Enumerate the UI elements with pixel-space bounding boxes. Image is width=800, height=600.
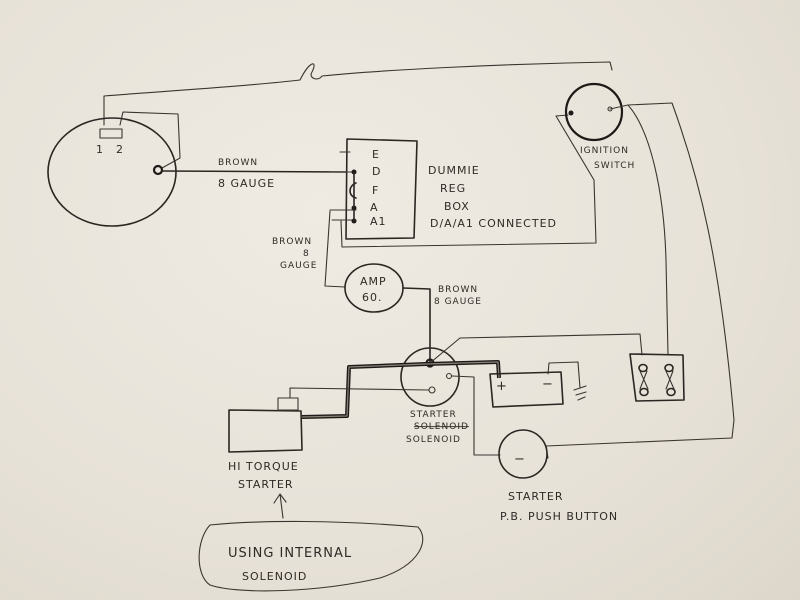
solenoid-motor-terminal <box>428 386 436 394</box>
regulator-title-2: REG <box>440 182 466 195</box>
regulator-terminal-a: A <box>370 201 379 214</box>
starter-push-button[interactable] <box>498 429 548 479</box>
generator-terminal-1: 1 <box>96 143 104 156</box>
ammeter-left-wire-label-1: BROWN <box>272 237 312 247</box>
toggle-right-lever <box>665 370 675 390</box>
regulator-terminal-ticks <box>329 151 357 221</box>
wire-solenoid-to-pushbutton <box>451 375 501 456</box>
solenoid-label-1: STARTER <box>410 410 457 420</box>
battery-ground-wire <box>547 361 587 401</box>
ammeter-label-1: AMP <box>360 275 387 288</box>
battery-cable-core <box>301 361 500 418</box>
toggle-left-bottom-terminal <box>639 387 649 397</box>
generator-terminal-2: 2 <box>116 143 124 156</box>
regulator-jumper <box>349 171 357 222</box>
regulator-terminal-d: D <box>372 165 381 178</box>
ammeter-right-wire-label-2: 8 GAUGE <box>434 297 482 307</box>
solenoid-label-struck: SOLENOID <box>414 422 469 432</box>
starter-solenoid <box>400 347 460 407</box>
callout-text-2: SOLENOID <box>242 570 307 583</box>
push-button-label-2: P.B. PUSH BUTTON <box>500 510 618 523</box>
toggle-left-lever <box>639 370 649 390</box>
battery-negative: − <box>542 377 554 392</box>
ammeter-label-2: 60. <box>362 291 383 304</box>
wire-regulator-to-ignition <box>340 114 597 248</box>
toggle-left-top-terminal <box>638 363 648 373</box>
switch-panel <box>629 353 685 402</box>
toggle-switch-right[interactable] <box>664 363 676 397</box>
wire-generator-to-regulator <box>161 170 347 173</box>
callout-bubble <box>198 520 424 592</box>
ammeter-left-wire-label-3: GAUGE <box>280 261 317 271</box>
wire-ammeter-to-solenoid <box>402 287 431 363</box>
generator-output-lug <box>152 164 164 176</box>
battery-positive: + <box>496 379 508 394</box>
wire-ignition-to-pushbutton <box>545 102 735 459</box>
generator-wire-label-2: 8 GAUGE <box>218 177 275 190</box>
ammeter-left-wire-label-2: 8 <box>303 249 310 259</box>
wire-ignition-to-switchpanel <box>609 104 669 356</box>
wire-solenoid-to-switchpanel <box>429 333 643 364</box>
generator-body <box>47 117 177 227</box>
toggle-right-bottom-terminal <box>666 387 676 397</box>
wire-regulator-to-ammeter <box>324 210 346 288</box>
wire-generator-to-ignition <box>103 61 613 126</box>
ignition-terminal-left <box>568 110 574 116</box>
starter-motor <box>228 409 303 453</box>
regulator-note: D/A/A1 CONNECTED <box>430 217 557 230</box>
toggle-right-top-terminal <box>664 363 674 373</box>
push-button-label-1: STARTER <box>508 490 564 503</box>
callout-arrow <box>273 493 287 519</box>
generator-wire-label-1: BROWN <box>218 158 258 168</box>
starter-motor-terminal <box>277 397 299 411</box>
regulator-terminal-a1: A1 <box>370 215 387 228</box>
regulator-terminal-f: F <box>372 184 379 197</box>
regulator-terminal-e: E <box>372 148 380 161</box>
ammeter-right-wire-label-1: BROWN <box>438 285 478 295</box>
battery <box>489 371 564 408</box>
solenoid-switch-terminal <box>445 372 453 380</box>
ignition-label-1: IGNITION <box>580 146 629 156</box>
starter-label-2: STARTER <box>238 478 294 491</box>
toggle-switch-left[interactable] <box>638 363 649 397</box>
generator-terminal-block <box>99 128 123 139</box>
regulator-title-1: DUMMIE <box>428 164 480 177</box>
ammeter <box>344 263 404 313</box>
push-button-symbol: − <box>514 452 526 467</box>
starter-label-1: HI TORQUE <box>228 460 299 473</box>
ignition-label-2: SWITCH <box>594 161 635 171</box>
wire-terminal2-to-lug <box>119 111 181 169</box>
wire-solenoid-to-starter <box>289 387 430 399</box>
regulator-box <box>345 138 418 240</box>
ignition-switch[interactable] <box>564 82 624 142</box>
solenoid-label-2: SOLENOID <box>406 435 461 445</box>
regulator-title-3: BOX <box>444 200 470 213</box>
callout-text-1: USING INTERNAL <box>228 546 352 561</box>
